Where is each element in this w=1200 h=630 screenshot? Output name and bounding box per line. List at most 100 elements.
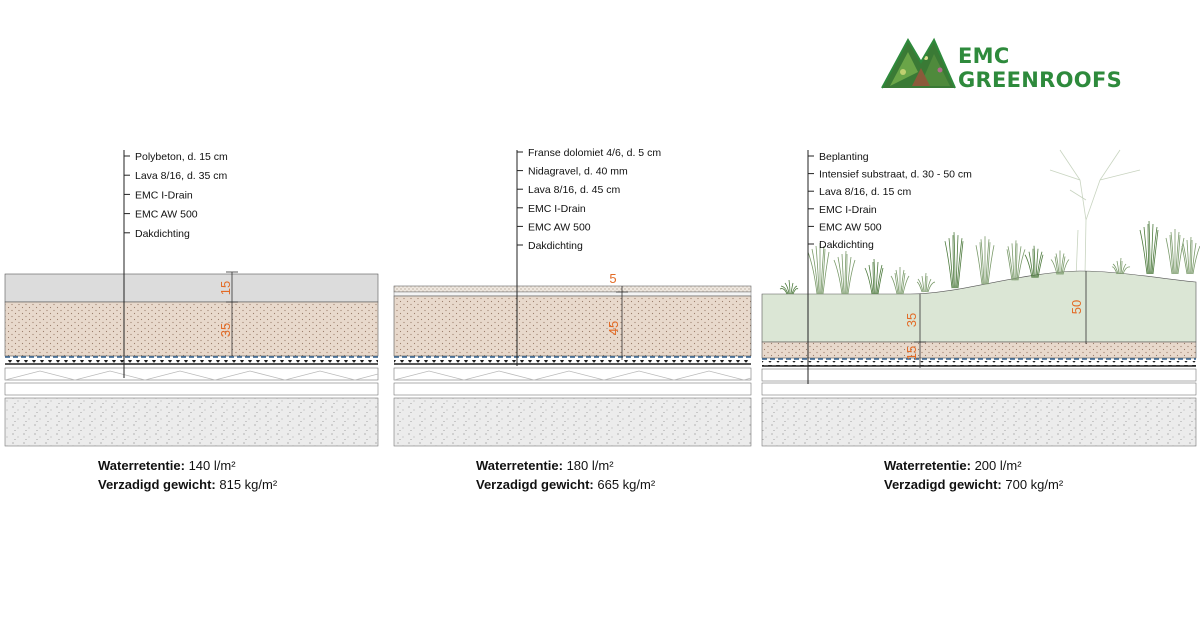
plant-stroke	[916, 281, 923, 293]
i-drain-layer	[762, 361, 1196, 366]
panel-3-caption: Waterretentie: 200 l/m² Verzadigd gewich…	[884, 456, 1063, 494]
plant-stroke	[927, 281, 936, 293]
layer-label: Dakdichting	[528, 240, 583, 252]
plant-stroke	[895, 269, 900, 295]
plant-stroke	[925, 276, 928, 293]
plant-stroke	[1036, 251, 1043, 278]
plant-stroke	[1035, 248, 1039, 278]
plant-stroke	[1148, 220, 1151, 275]
plant-stroke	[955, 235, 959, 289]
plant-stroke	[873, 258, 876, 295]
plant-stroke	[1116, 260, 1120, 275]
retention-value: 140 l/m²	[188, 458, 236, 473]
plant-stroke	[975, 245, 983, 285]
plant-stroke	[985, 239, 990, 285]
retention-value: 200 l/m²	[974, 458, 1022, 473]
dimension-label: 15	[904, 346, 919, 360]
cross-section-panel-2: 5 45	[393, 150, 752, 447]
plant-stroke	[1121, 263, 1127, 275]
dimension-label: 45	[606, 321, 621, 335]
plant-stroke	[844, 250, 847, 295]
layer-label: EMC AW 500	[528, 221, 591, 233]
concrete-deck	[761, 397, 1197, 447]
weight-value: 700 kg/m²	[1005, 477, 1064, 492]
dimension-label: 15	[218, 281, 233, 295]
plant-stroke	[864, 267, 873, 295]
plant-stroke	[833, 259, 843, 295]
retention-value: 180 l/m²	[566, 458, 614, 473]
plant-stroke	[917, 278, 924, 293]
plant-stroke	[1177, 237, 1185, 275]
plant-stroke	[792, 288, 799, 295]
plant-stroke	[876, 264, 883, 295]
plant-stroke	[1181, 245, 1188, 275]
plant-stroke	[894, 272, 899, 295]
plant-stroke	[815, 245, 820, 295]
plant-stroke	[1061, 256, 1066, 275]
plant-stroke	[1165, 237, 1173, 275]
brand-wordmark: EMC GREENROOFS	[958, 44, 1122, 92]
plant-stroke	[926, 278, 932, 293]
plant-stroke	[957, 241, 964, 289]
plant-stroke	[980, 239, 985, 285]
layer-label: EMC I-Drain	[528, 203, 586, 215]
plant-stroke	[868, 264, 874, 295]
plant-stroke	[841, 253, 845, 295]
plant-stroke	[1139, 229, 1148, 275]
plant-stroke	[791, 285, 798, 295]
plant-stroke	[788, 279, 791, 295]
plant-stroke	[1151, 226, 1158, 275]
plant-stroke	[811, 248, 819, 295]
plant-stroke	[1006, 249, 1013, 281]
plant-stroke	[1024, 254, 1033, 278]
plant-stroke	[1176, 234, 1181, 275]
plant-stroke	[1190, 239, 1193, 275]
nidagravel-layer	[393, 291, 752, 297]
plant-stroke	[1014, 240, 1017, 281]
plant-stroke	[1143, 226, 1149, 275]
plant-stroke	[784, 282, 790, 295]
cross-section-panel-1: 15 35	[4, 150, 379, 447]
lava-layer	[761, 341, 1197, 359]
plant-stroke	[1007, 246, 1014, 281]
layer-label: EMC AW 500	[135, 209, 198, 221]
brand-line-1: EMC	[958, 44, 1010, 68]
plant-stroke	[1111, 266, 1118, 275]
plant-stroke	[921, 275, 925, 293]
plant-stroke	[944, 241, 953, 289]
cross-section-panel-3: 35 15 50	[761, 149, 1200, 447]
i-drain-layer	[5, 359, 378, 364]
plant-stroke	[1189, 236, 1192, 275]
layer-label: Lava 8/16, d. 35 cm	[135, 170, 227, 182]
plant-stroke	[1011, 243, 1015, 281]
lava-layer	[393, 295, 752, 357]
plant-stroke	[987, 245, 995, 285]
dimension-label: 50	[1069, 300, 1084, 314]
plant-stroke	[847, 259, 856, 295]
plant-stroke	[1191, 242, 1197, 275]
plant-stroke	[790, 282, 794, 295]
plant-stroke	[1120, 260, 1123, 275]
weight-label: Verzadigd gewicht:	[98, 477, 216, 492]
plant-stroke	[1054, 256, 1059, 275]
layer-label: Lava 8/16, d. 15 cm	[819, 186, 911, 198]
plant-stroke	[846, 256, 852, 295]
plant-stroke	[1152, 229, 1159, 275]
weight-label: Verzadigd gewicht:	[476, 477, 594, 492]
plant-stroke	[1028, 251, 1034, 278]
polybeton-layer	[4, 273, 379, 303]
layer-label: Dakdichting	[135, 228, 190, 240]
plant-stroke	[877, 267, 884, 295]
layer-label: Lava 8/16, d. 45 cm	[528, 184, 620, 196]
plant-stroke	[1062, 259, 1070, 275]
plant-stroke	[780, 285, 789, 295]
plant-stroke	[902, 275, 910, 295]
plant-stroke	[1169, 234, 1174, 275]
plant-stroke	[1186, 239, 1190, 275]
plant-stroke	[872, 261, 875, 295]
concrete-deck	[393, 397, 752, 447]
substrate-layer	[761, 270, 1197, 343]
plant-stroke	[986, 242, 991, 285]
plant-stroke	[956, 238, 963, 289]
plant-stroke	[924, 273, 927, 293]
